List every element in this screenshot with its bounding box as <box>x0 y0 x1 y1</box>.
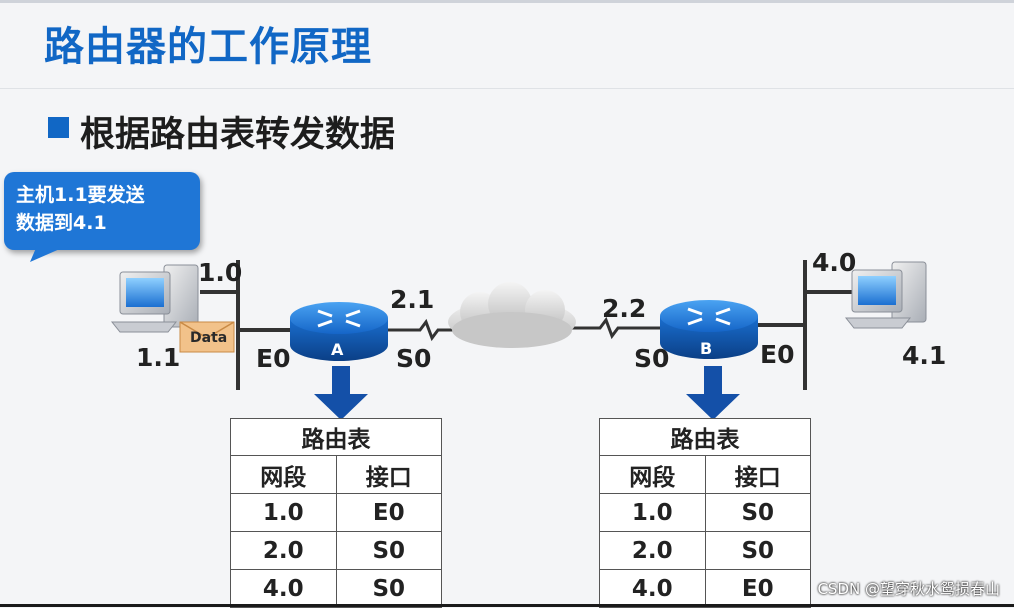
table-cell: 4.0 <box>599 569 706 608</box>
host-computer-right-icon <box>844 261 927 329</box>
arrow-down-b-icon <box>686 366 740 420</box>
table-cell: E0 <box>704 569 811 608</box>
routing-table-a: 路由表 网段 接口 1.0 E0 2.0 S0 4.0 S0 <box>230 418 442 608</box>
router-a-icon <box>290 302 388 361</box>
table-row: 4.0 S0 <box>230 569 442 608</box>
table-cell: S0 <box>335 531 442 570</box>
watermark-text: CSDN @望穿秋水鸳损春山 <box>817 580 1000 598</box>
host-right-network: 4.0 <box>812 248 857 277</box>
table-cell: 2.0 <box>230 531 337 570</box>
callout-text: 主机1.1要发送 数据到4.1 <box>16 184 145 234</box>
data-envelope-icon <box>179 321 235 353</box>
table-row: 2.0 S0 <box>230 531 442 570</box>
table-a-header-network: 网段 <box>230 455 337 494</box>
table-a-header-interface: 接口 <box>335 455 442 494</box>
router-b-icon <box>660 300 758 359</box>
wan-cloud-icon <box>448 282 576 348</box>
table-cell: S0 <box>335 569 442 608</box>
table-cell: S0 <box>704 493 811 532</box>
table-row: 1.0 S0 <box>599 493 811 532</box>
arrow-down-a-icon <box>314 366 368 420</box>
table-cell: 1.0 <box>230 493 337 532</box>
serial-link-b <box>565 316 662 340</box>
packet-label: Data <box>190 330 228 346</box>
router-b-s-interface: S0 <box>634 344 670 373</box>
bullet-square-icon <box>48 117 69 138</box>
table-row: 1.0 E0 <box>230 493 442 532</box>
router-a-link-address: 2.1 <box>390 285 435 314</box>
table-b-caption: 路由表 <box>599 418 811 456</box>
table-cell: E0 <box>335 493 442 532</box>
table-row: 网段 接口 <box>599 455 811 494</box>
router-b-letter: B <box>700 339 713 358</box>
router-a-letter: A <box>331 340 344 359</box>
router-a-e-interface: E0 <box>256 344 291 373</box>
router-b-link-address: 2.2 <box>602 294 647 323</box>
serial-link-a <box>386 318 460 342</box>
table-row: 网段 接口 <box>230 455 442 494</box>
slide-subtitle: 根据路由表转发数据 <box>80 115 396 155</box>
table-b-header-interface: 接口 <box>704 455 811 494</box>
table-cell: S0 <box>704 531 811 570</box>
table-row: 4.0 E0 <box>599 569 811 608</box>
host-left-address: 1.1 <box>136 343 181 372</box>
slide-top-border <box>0 0 1014 3</box>
slide-title: 路由器的工作原理 <box>44 24 372 70</box>
title-divider <box>0 88 1014 89</box>
table-row: 2.0 S0 <box>599 531 811 570</box>
speech-callout <box>4 172 200 250</box>
table-b-header-network: 网段 <box>599 455 706 494</box>
table-cell: 1.0 <box>599 493 706 532</box>
table-cell: 4.0 <box>230 569 337 608</box>
routing-table-b: 路由表 网段 接口 1.0 S0 2.0 S0 4.0 E0 <box>599 418 811 608</box>
host-left-network: 1.0 <box>198 258 243 287</box>
slide-bottom-border <box>0 604 1014 607</box>
table-cell: 2.0 <box>599 531 706 570</box>
table-a-caption: 路由表 <box>230 418 442 456</box>
host-computer-left-icon <box>110 264 199 333</box>
host-right-address: 4.1 <box>902 341 947 370</box>
router-b-e-interface: E0 <box>760 340 795 369</box>
router-a-s-interface: S0 <box>396 344 432 373</box>
